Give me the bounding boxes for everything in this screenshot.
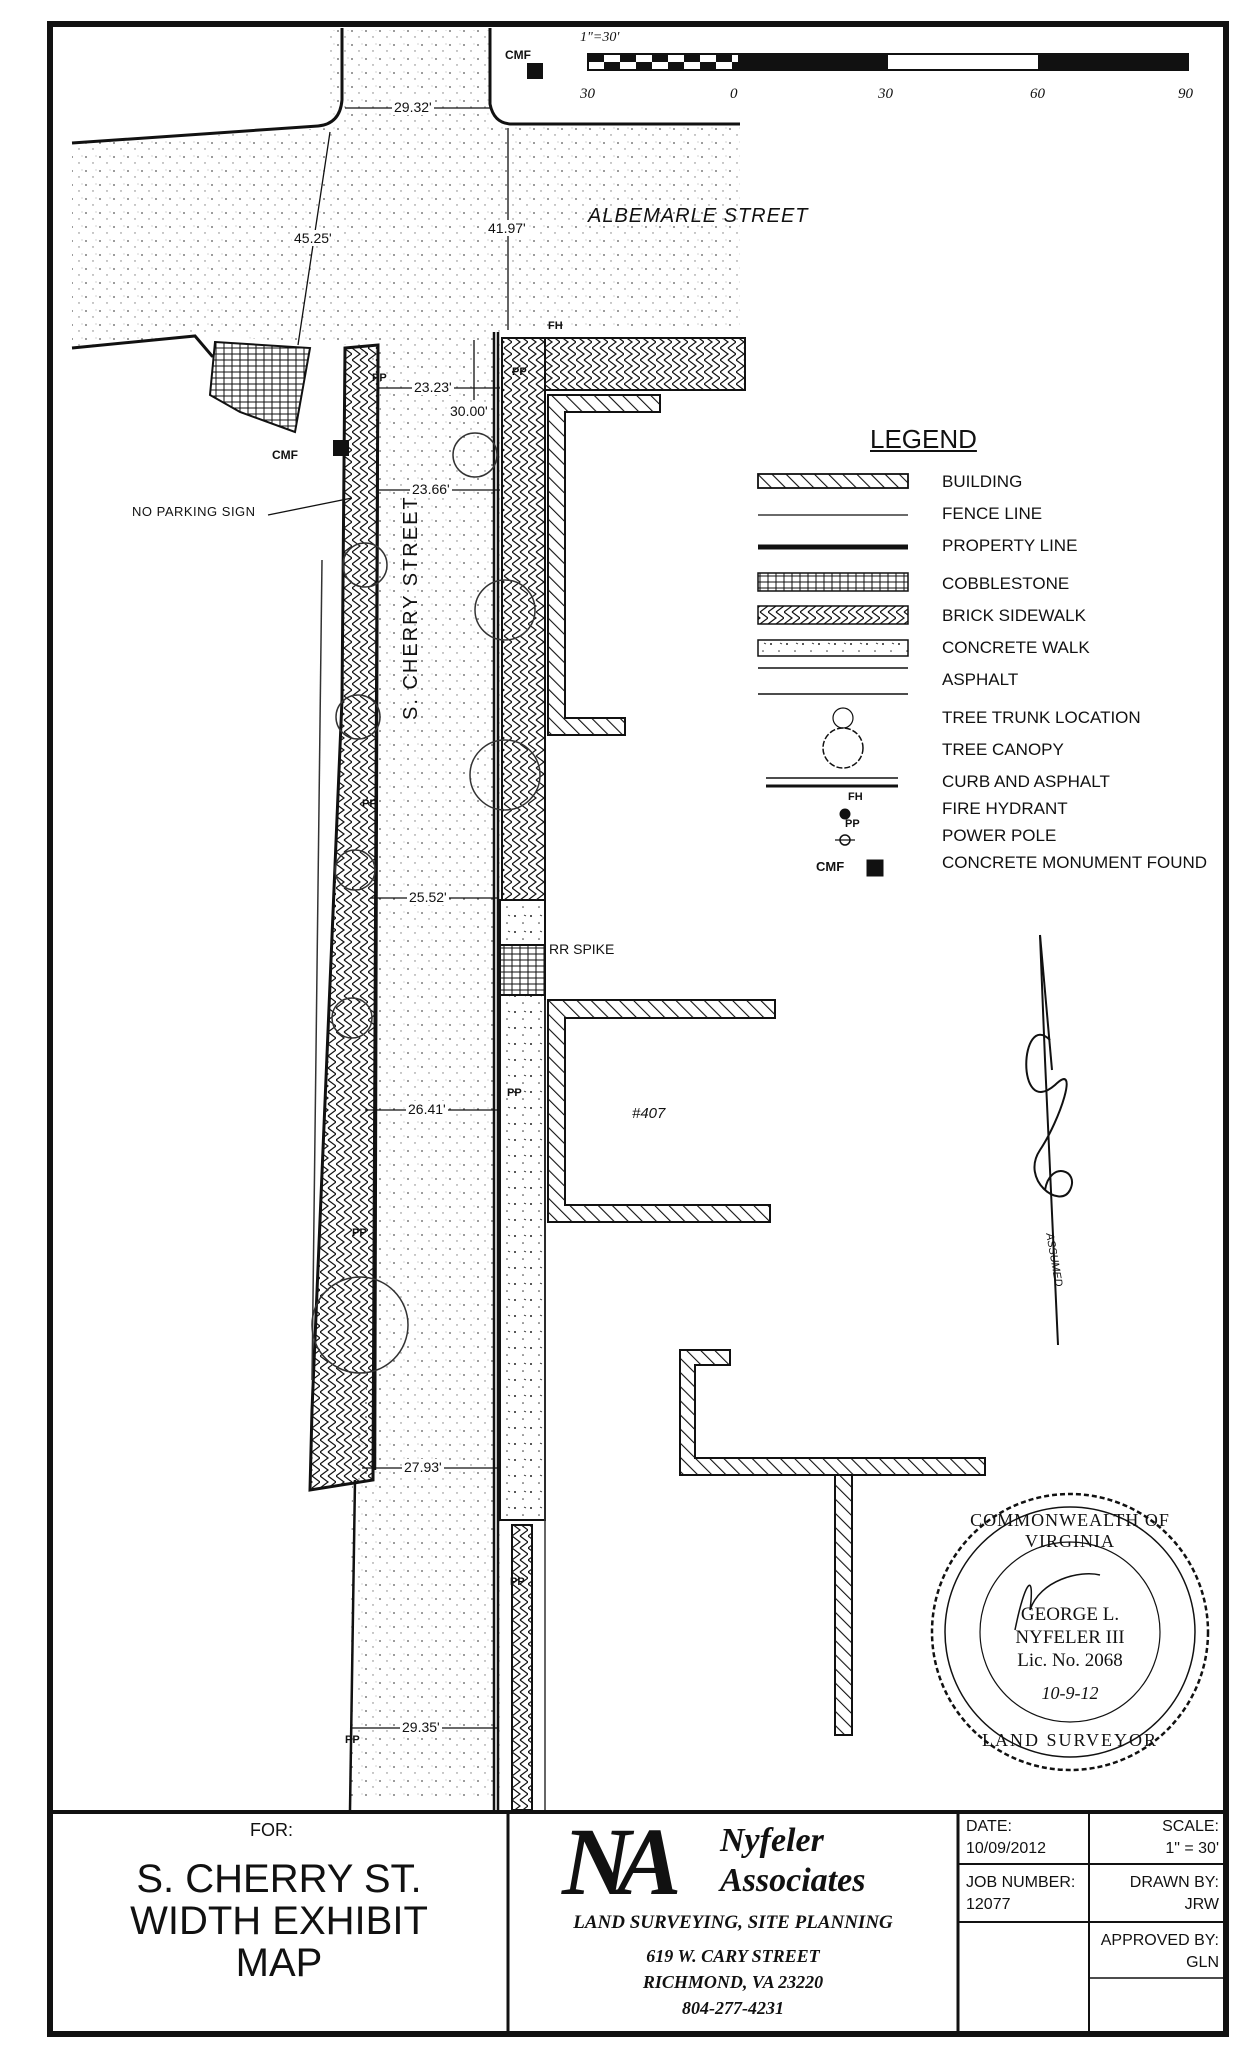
cmf-label: CMF [272, 448, 298, 462]
pp-label: PP [362, 798, 377, 810]
company-phone: 804-277-4231 [682, 1998, 784, 2018]
pp-label: PP [352, 1227, 367, 1239]
street-label-albemarle: ALBEMARLE STREET [588, 205, 809, 227]
legend-item-label: CONCRETE MONUMENT FOUND [942, 853, 1208, 872]
job-number-label: JOB NUMBER: [966, 1874, 1076, 1891]
north-arrow [1025, 934, 1073, 1346]
scale-tick-label: 30 [878, 86, 893, 102]
fh-label: FH [548, 320, 563, 332]
scale-value: 1" = 30' [1165, 1840, 1219, 1857]
fence-line [311, 559, 546, 1810]
pp-label: PP [512, 366, 527, 378]
seal-license: Lic. No. 2068 [1017, 1650, 1123, 1671]
scale-tick-label: 30 [580, 86, 595, 102]
dimension-label: 30.00' [448, 403, 490, 419]
legend-item-label: ASPHALT [942, 670, 1019, 689]
dimension-label: 23.66' [410, 481, 452, 497]
scale-bar[interactable] [587, 53, 1189, 71]
no-parking-label: NO PARKING SIGN [132, 504, 256, 519]
approved-by-label: APPROVED BY: [1100, 1932, 1219, 1949]
drawn-by-value: JRW [1184, 1896, 1219, 1913]
seal-ring-bottom: LAND SURVEYOR [981, 1730, 1159, 1750]
scale-bar-label: 1"=30' [580, 30, 620, 45]
project-title-line2: WIDTH EXHIBIT [130, 1899, 428, 1943]
dimension-label: 41.97' [486, 220, 528, 236]
legend-item-label: FIRE HYDRANT [942, 799, 1068, 818]
date-value: 10/09/2012 [966, 1840, 1047, 1857]
scale-tick-label: 0 [730, 86, 738, 102]
sheet-border [47, 21, 1229, 2037]
cmf-marker-top [527, 63, 543, 79]
legend-item-label: BRICK SIDEWALK [942, 606, 1086, 625]
dimension-label: 29.32' [392, 99, 434, 115]
legend-tag-fh: FH [848, 791, 863, 803]
seal-name-line1: GEORGE L. [1020, 1604, 1120, 1625]
dimension-label: 27.93' [402, 1459, 444, 1475]
legend-item-label: BUILDING [942, 472, 1023, 491]
cmf-marker-west [333, 440, 349, 456]
buildings [547, 394, 986, 1736]
seal-ring-top: COMMONWEALTH OF VIRGINIA [970, 1510, 1170, 1551]
legend-item-label: PROPERTY LINE [942, 536, 1078, 555]
for-label: FOR: [250, 1820, 293, 1840]
surveyor-seal [930, 1492, 1210, 1772]
street-label-cherry: S. CHERRY STREET [400, 495, 422, 720]
pp-label: PP [510, 1576, 525, 1588]
drawn-by-label: DRAWN BY: [1129, 1874, 1219, 1891]
company-address2: RICHMOND, VA 23220 [642, 1972, 824, 1992]
dimension-label: 23.23' [412, 379, 454, 395]
project-title-line1: S. CHERRY ST. [136, 1857, 422, 1901]
seal-signed-date: 10-9-12 [1041, 1683, 1099, 1703]
pp-label: PP [372, 372, 387, 384]
legend-tag-pp: PP [845, 818, 860, 830]
legend-item-label: POWER POLE [942, 826, 1057, 845]
cmf-label: CMF [505, 48, 531, 62]
east-sidewalk [499, 337, 746, 1811]
title-block-grid [50, 1810, 1226, 2034]
company-tagline: LAND SURVEYING, SITE PLANNING [573, 1912, 893, 1933]
legend-title: LEGEND [870, 424, 977, 454]
scale-tick-label: 90 [1178, 86, 1193, 102]
dimension-label: 25.52' [407, 889, 449, 905]
west-sidewalk [208, 340, 380, 1492]
legend-item-label: CURB AND ASPHALT [942, 772, 1110, 791]
legend-tag-cmf: CMF [816, 859, 845, 874]
dimension-label: 45.25' [292, 230, 334, 246]
legend-item-label: TREE TRUNK LOCATION [942, 708, 1141, 727]
asphalt-area [72, 30, 740, 1800]
building-number: #407 [632, 1105, 666, 1122]
scale-label: SCALE: [1162, 1818, 1219, 1835]
approved-by-value: GLN [1186, 1954, 1219, 1971]
curb-lines [348, 332, 500, 1811]
legend-symbols [757, 473, 909, 877]
company-logo: NA [562, 1808, 681, 1915]
tree-canopies [311, 432, 541, 1374]
dimension-label: 26.41' [406, 1101, 448, 1117]
rr-spike-label: RR SPIKE [549, 941, 615, 957]
legend-item-label: COBBLESTONE [942, 574, 1070, 593]
seal-name-line2: NYFELER III [1015, 1627, 1125, 1648]
legend-item-label: TREE CANOPY [942, 740, 1064, 759]
pp-label: PP [345, 1734, 360, 1746]
company-address1: 619 W. CARY STREET [646, 1946, 820, 1966]
company-name-line1: Nyfeler [720, 1822, 824, 1859]
legend-item-label: FENCE LINE [942, 504, 1043, 523]
project-title-line3: MAP [235, 1941, 323, 1985]
legend-item-label: CONCRETE WALK [942, 638, 1090, 657]
scale-tick-label: 60 [1030, 86, 1045, 102]
job-number-value: 12077 [966, 1896, 1011, 1913]
pp-label: PP [507, 1087, 522, 1099]
company-name-line2: Associates [720, 1862, 866, 1899]
date-label: DATE: [966, 1818, 1012, 1835]
dimension-label: 29.35' [400, 1719, 442, 1735]
